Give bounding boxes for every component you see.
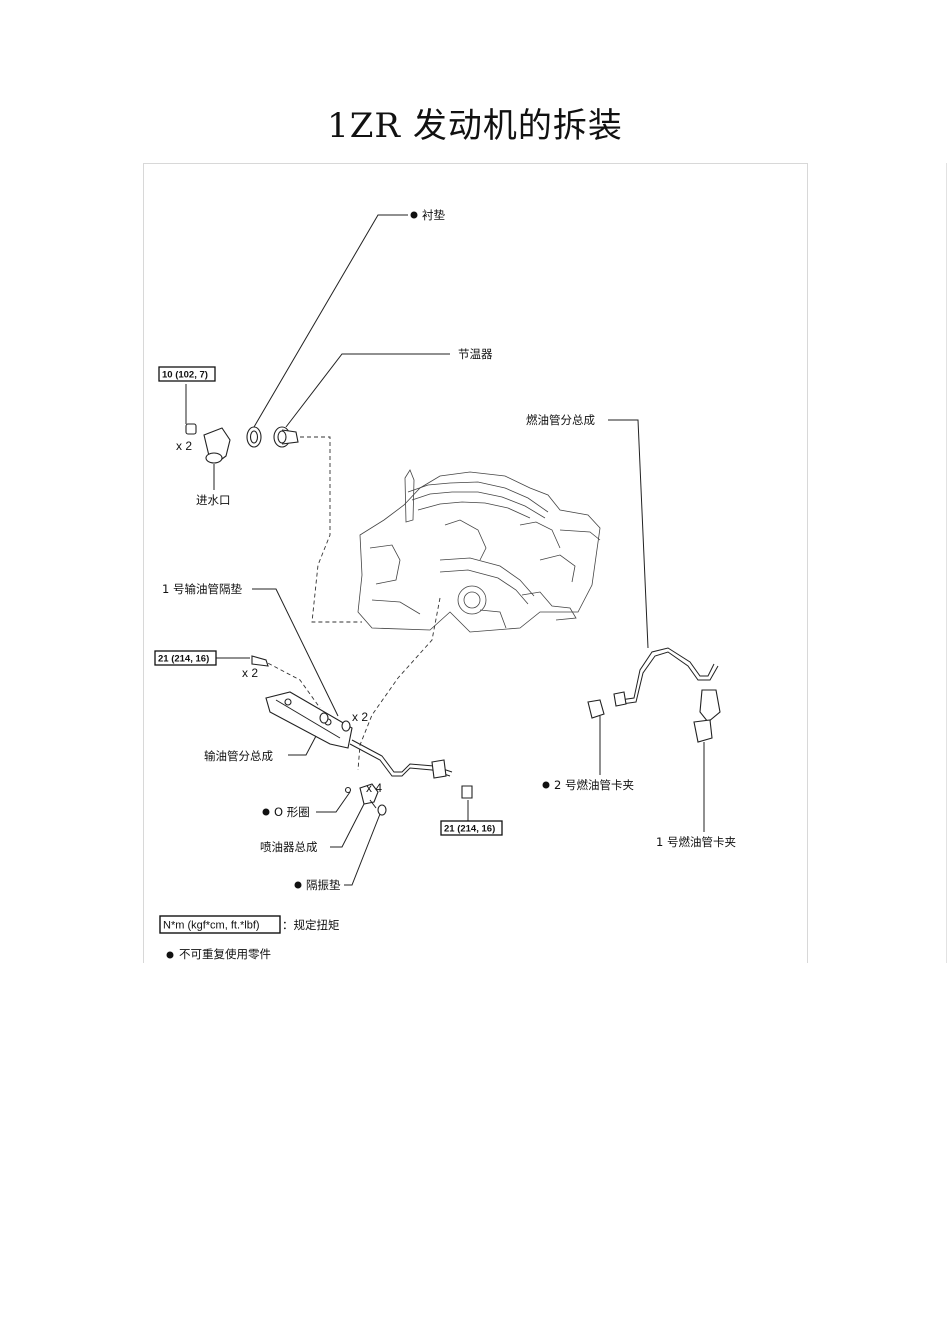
torque-box-delivery-right (440, 820, 503, 836)
label-water-inlet: 进水口 (196, 493, 231, 507)
torque-delivery-left: 21 (214, 16) (158, 654, 209, 665)
non-reusable-bullet (410, 211, 418, 219)
non-reusable-bullet (166, 951, 174, 959)
page-title: 1ZR 发动机的拆装 (327, 106, 623, 146)
thermostat-part (273, 426, 299, 448)
fuel-pipe-sub-part (587, 647, 721, 743)
legend-torque-desc: ：规定扭矩 (282, 918, 340, 932)
label-insulator: 隔振垫 (306, 878, 341, 892)
count-water-inlet-bolt: x 2 (176, 439, 192, 453)
count-spacer: x 2 (352, 710, 368, 724)
label-spacer-no1: 1 号输油管隔垫 (162, 582, 242, 596)
legend-torque-box (159, 915, 281, 934)
non-reusable-bullet (542, 781, 550, 789)
torque-delivery-right: 21 (214, 16) (444, 824, 495, 835)
diagram-frame (143, 163, 808, 963)
label-delivery-pipe: 输油管分总成 (204, 749, 273, 763)
injector-part (344, 783, 387, 816)
delivery-pipe-part (251, 655, 473, 799)
label-clamp-no2: 2 号燃油管卡夹 (554, 778, 634, 792)
torque-box-water-inlet (158, 366, 216, 382)
label-gasket: 衬垫 (422, 208, 445, 222)
label-o-ring: O 形圈 (274, 805, 310, 819)
count-injector: x 4 (366, 781, 382, 795)
non-reusable-bullet (262, 808, 270, 816)
gasket-part (246, 426, 262, 448)
water-inlet-part (185, 423, 231, 464)
leader-lines (185, 214, 705, 886)
label-clamp-no1: 1 号燃油管卡夹 (656, 835, 736, 849)
engine-illustration (357, 469, 601, 633)
page-edge-divider (946, 163, 947, 963)
label-fuel-pipe-sub: 燃油管分总成 (526, 413, 595, 427)
count-delivery-bolt: x 2 (242, 666, 258, 680)
label-thermostat: 节温器 (458, 347, 493, 361)
torque-water-inlet: 10 (102, 7) (162, 370, 208, 381)
non-reusable-bullet (294, 881, 302, 889)
legend-torque-units: N*m (kgf*cm, ft.*lbf) (163, 920, 260, 932)
label-injector: 喷油器总成 (260, 840, 318, 854)
legend-non-reusable: 不可重复使用零件 (179, 947, 271, 961)
torque-box-delivery-left (154, 650, 217, 666)
